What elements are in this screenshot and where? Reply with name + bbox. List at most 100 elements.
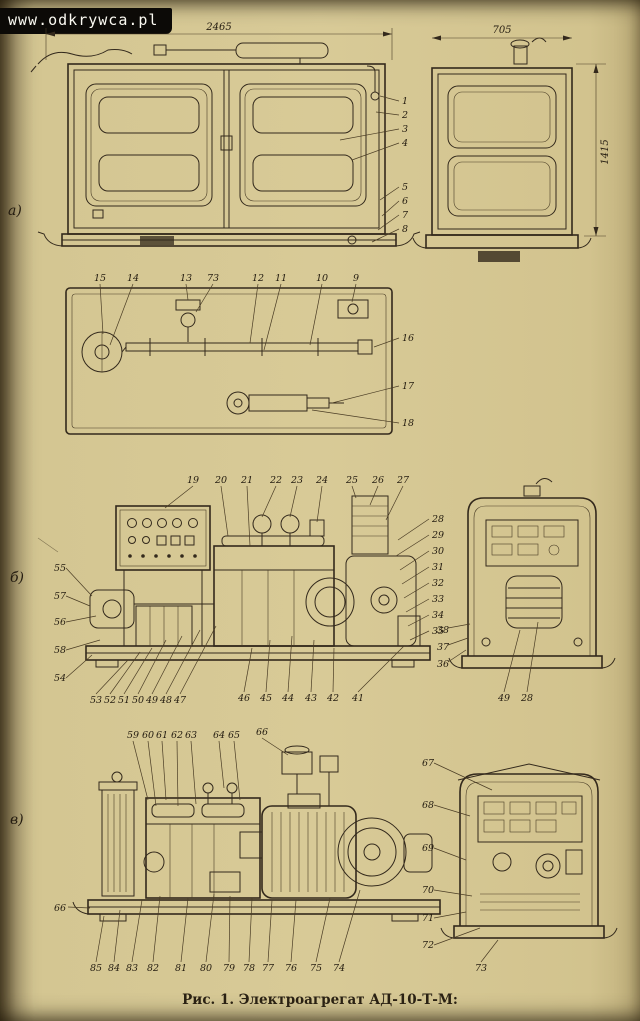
callout: 51: [118, 695, 130, 706]
callout: 24: [315, 475, 328, 486]
callout: 13: [180, 273, 192, 284]
callout: 14: [127, 273, 139, 284]
callout: 70: [422, 885, 434, 896]
callout: 34: [432, 610, 444, 621]
callout: 44: [281, 693, 294, 704]
callout: 6: [402, 196, 408, 207]
callout: 18: [402, 418, 414, 429]
callout: 36: [437, 659, 449, 670]
callout: 61: [156, 730, 168, 741]
dimension-overall-height: 1415: [600, 139, 611, 164]
callout: 15: [94, 273, 106, 284]
view-v-rear: [440, 763, 618, 939]
callout: 65: [228, 730, 240, 741]
callout: 69: [422, 843, 434, 854]
callout: 48: [159, 695, 172, 706]
callout: 63: [185, 730, 197, 741]
callout: 56: [54, 617, 66, 628]
callout: 64: [213, 730, 225, 741]
callout: 66: [54, 903, 66, 914]
view-b-callouts: 19 20 21 22 23 24 25 26 27 28 29 30 31 3…: [54, 475, 539, 706]
figure-drawing: а) б) в) 2465 705 1415 1 2 3 4 5 6 7 8 1…: [8, 22, 618, 974]
callout: 4: [401, 138, 408, 149]
callout: 19: [187, 475, 199, 486]
callout: 49: [497, 693, 510, 704]
callout: 47: [173, 695, 187, 706]
callout: 30: [432, 546, 444, 557]
callout: 43: [304, 693, 317, 704]
callout: 57: [54, 591, 67, 602]
callout: 16: [402, 333, 414, 344]
callout: 62: [171, 730, 183, 741]
view-b-rear: [448, 478, 616, 669]
callout: 10: [316, 273, 328, 284]
callout: 32: [432, 578, 444, 589]
callout: 29: [431, 530, 444, 541]
callout: 71: [422, 913, 434, 924]
callout: 75: [310, 963, 322, 974]
callout: 5: [402, 182, 408, 193]
callout: 37: [437, 642, 450, 653]
view-b-side: [37, 495, 431, 668]
callout: 26: [371, 475, 384, 486]
callout: 72: [422, 940, 434, 951]
callout: 21: [240, 475, 253, 486]
callout: 82: [147, 963, 159, 974]
callout: 79: [223, 963, 235, 974]
callout: 31: [432, 562, 444, 573]
callout: 1: [402, 96, 408, 107]
view-v-callouts: 59 60 61 62 63 64 65 66 66 67 68 69 70 7…: [54, 727, 499, 974]
view-a-label: а): [8, 203, 22, 219]
callout: 45: [259, 693, 272, 704]
callout: 83: [126, 963, 138, 974]
callout: 66: [256, 727, 268, 738]
callout: 77: [262, 963, 275, 974]
callout: 42: [326, 693, 339, 704]
callout: 35: [432, 626, 444, 637]
view-a-plan: [65, 287, 393, 435]
callout: 46: [237, 693, 250, 704]
callout: 33: [432, 594, 444, 605]
view-a-callouts: 1 2 3 4 5 6 7 8 15 14 13 73 12 11 10 9 1…: [94, 95, 415, 429]
callout: 59: [127, 730, 139, 741]
callout: 25: [345, 475, 358, 486]
callout: 20: [214, 475, 227, 486]
callout: 50: [132, 695, 144, 706]
callout: 67: [422, 758, 435, 769]
callout: 54: [54, 673, 66, 684]
callout: 80: [200, 963, 212, 974]
view-a-side: [30, 28, 421, 247]
callout: 73: [475, 963, 487, 974]
callout: 22: [269, 475, 282, 486]
callout: 49: [145, 695, 158, 706]
callout: 2: [401, 110, 408, 121]
watermark: www.odkrywca.pl: [0, 8, 173, 34]
callout: 53: [90, 695, 102, 706]
callout: 3: [402, 124, 408, 135]
callout: 81: [175, 963, 187, 974]
callout: 7: [402, 210, 409, 221]
callout: 27: [396, 475, 410, 486]
callout: 38: [437, 625, 449, 636]
callout: 84: [108, 963, 120, 974]
callout: 41: [351, 693, 364, 704]
callout: 11: [275, 273, 287, 284]
dimension-overall-width: 705: [492, 25, 511, 36]
callout: 12: [252, 273, 264, 284]
callout: 78: [243, 963, 255, 974]
callout: 58: [54, 645, 66, 656]
callout: 68: [422, 800, 434, 811]
callout: 60: [142, 730, 154, 741]
callout: 8: [402, 224, 408, 235]
callout: 28: [520, 693, 533, 704]
figure-caption: Рис. 1. Электроагрегат АД-10-Т-М:: [182, 992, 458, 1008]
callout: 28: [431, 514, 444, 525]
view-v-side: [72, 745, 441, 922]
dimension-overall-length: 2465: [205, 22, 231, 33]
callout: 55: [54, 563, 66, 574]
callout: 85: [90, 963, 102, 974]
callout: 9: [353, 273, 359, 284]
view-v-label: в): [10, 812, 24, 828]
callout: 76: [285, 963, 297, 974]
